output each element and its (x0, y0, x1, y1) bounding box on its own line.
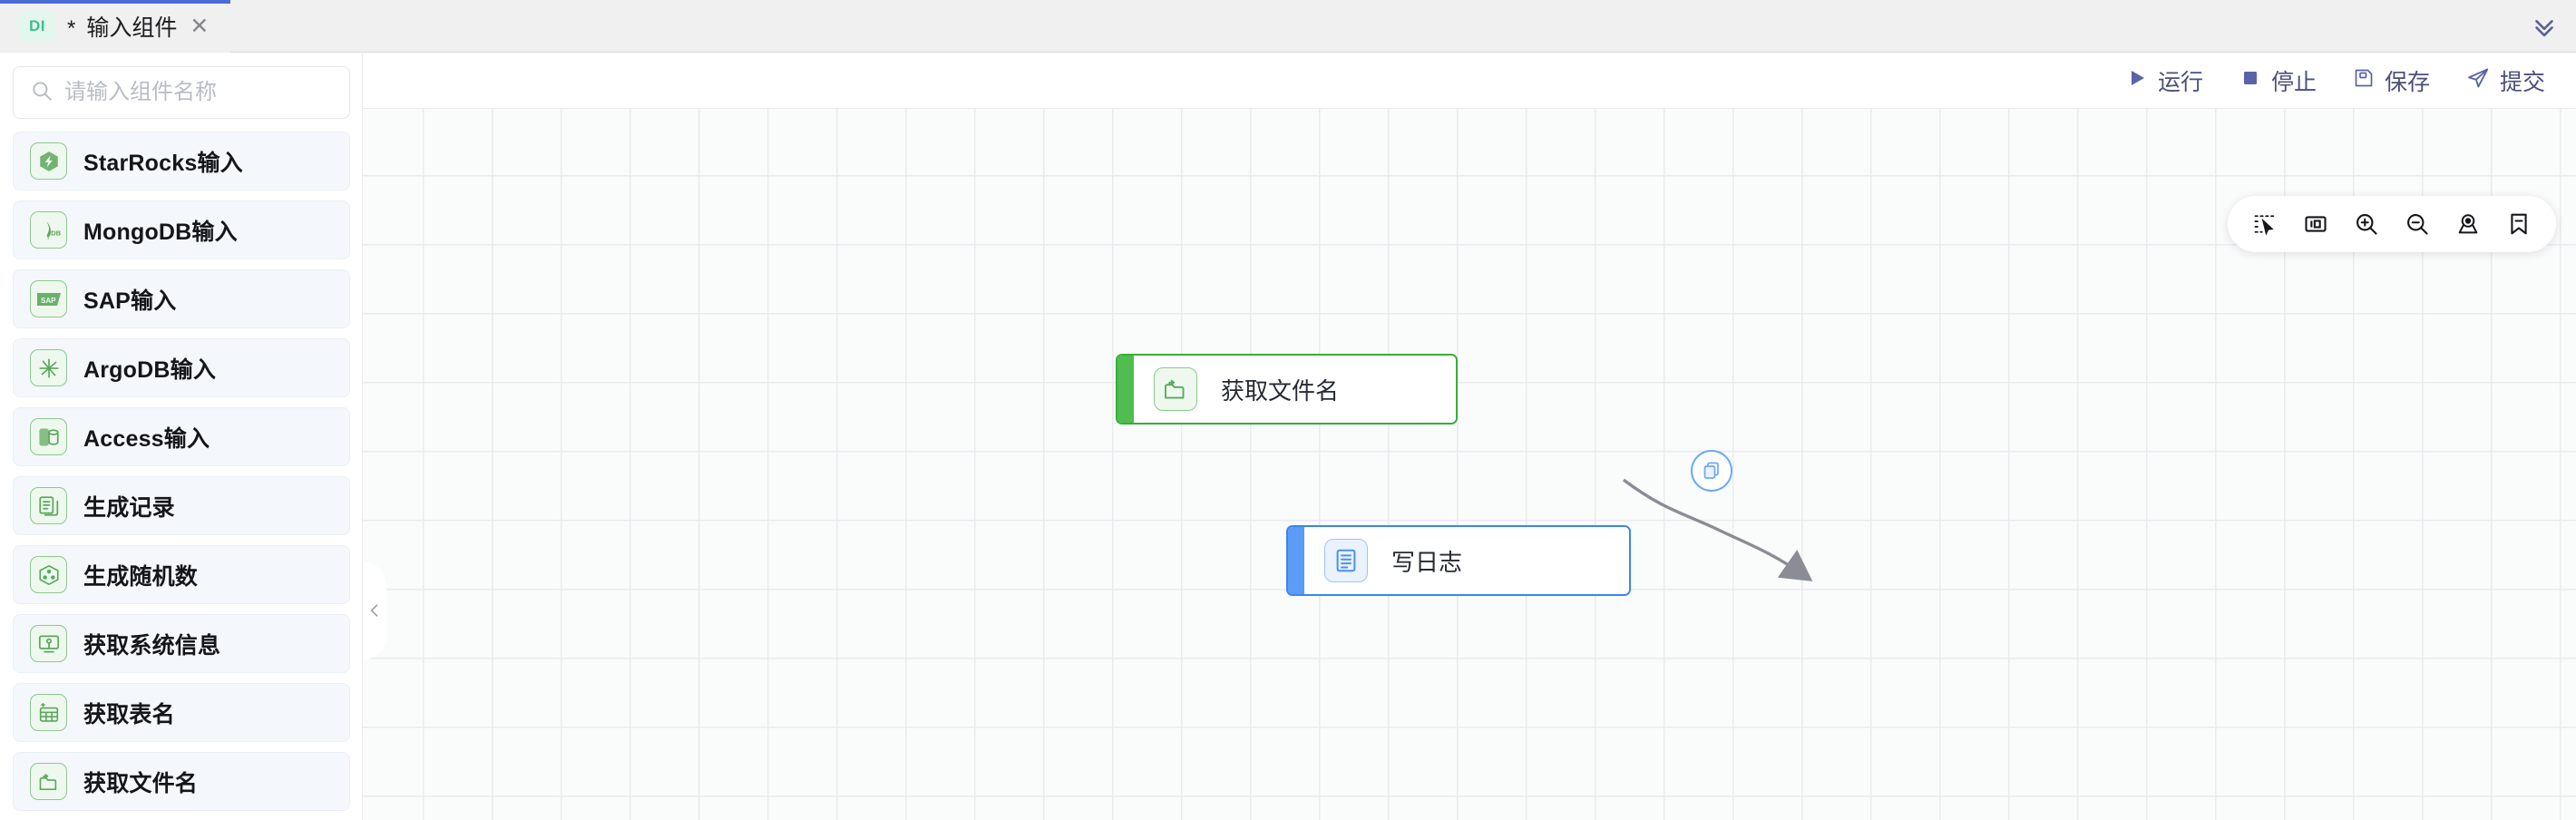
node-accent-bar (1288, 527, 1304, 594)
tab-bar: DI * 输入组件 ✕ (0, 0, 2576, 53)
node-accent-bar (1117, 356, 1134, 423)
run-label: 运行 (2157, 70, 2203, 95)
close-icon[interactable]: ✕ (190, 13, 210, 39)
component-item-get-table-name[interactable]: 获取表名 (13, 683, 350, 742)
save-icon (2353, 67, 2375, 95)
component-item-argodb[interactable]: ArgoDB输入 (13, 338, 350, 397)
component-item-mongodb[interactable]: DB MongoDB输入 (13, 200, 350, 259)
component-label: 生成随机数 (83, 563, 199, 590)
starrocks-icon (30, 142, 67, 180)
component-item-starrocks[interactable]: StarRocks输入 (13, 132, 350, 190)
component-list: StarRocks输入 DB MongoDB输入 SAP (13, 132, 350, 811)
bookmark-icon[interactable] (2498, 203, 2540, 245)
canvas-action-toolbar: 运行 停止 保存 (363, 54, 2576, 109)
component-label: MongoDB输入 (83, 219, 238, 245)
generate-record-icon (30, 487, 67, 524)
write-log-icon (1324, 539, 1368, 582)
search-box[interactable] (13, 66, 350, 119)
node-label: 写日志 (1391, 548, 1463, 576)
submit-button[interactable]: 提交 (2466, 64, 2545, 97)
component-label: ArgoDB输入 (83, 356, 217, 383)
component-label: 生成记录 (83, 494, 175, 521)
flow-node-get-file-name[interactable]: 获取文件名 (1116, 354, 1458, 425)
submit-label: 提交 (2499, 70, 2545, 95)
locate-icon[interactable] (2447, 203, 2489, 245)
edge-copy-badge[interactable] (1691, 450, 1732, 492)
tab-input-component[interactable]: DI * 输入组件 ✕ (0, 0, 231, 53)
search-input[interactable] (64, 80, 346, 105)
zoom-in-icon[interactable] (2346, 203, 2387, 245)
submit-icon (2466, 66, 2490, 96)
component-sidebar: StarRocks输入 DB MongoDB输入 SAP (0, 54, 363, 820)
flow-edges (1622, 478, 1813, 581)
component-item-generate-record[interactable]: 生成记录 (13, 476, 350, 535)
sap-icon: SAP (30, 280, 67, 317)
component-label: StarRocks输入 (83, 150, 243, 176)
fit-view-icon[interactable] (2295, 203, 2337, 245)
system-info-icon (30, 625, 67, 662)
random-number-icon (30, 556, 67, 593)
component-item-access[interactable]: Access输入 (13, 407, 350, 466)
component-label: 获取系统信息 (83, 632, 221, 659)
mongodb-icon: DB (30, 211, 67, 249)
stop-icon (2239, 67, 2261, 95)
canvas-grid (363, 109, 2576, 820)
svg-text:DB: DB (51, 229, 61, 237)
main-area: StarRocks输入 DB MongoDB输入 SAP (0, 54, 2576, 820)
flow-graph: 获取文件名 写日志 (363, 54, 2576, 820)
marquee-select-icon[interactable] (2244, 203, 2286, 245)
sidebar-collapse-handle[interactable] (363, 561, 386, 659)
tab-title: 输入组件 (86, 15, 178, 41)
argodb-icon (30, 349, 67, 386)
component-label: SAP输入 (83, 288, 177, 314)
component-item-system-info[interactable]: 获取系统信息 (13, 614, 350, 673)
component-label: 获取文件名 (83, 770, 199, 796)
search-icon (30, 79, 54, 107)
component-item-random-number[interactable]: 生成随机数 (13, 545, 350, 604)
node-label: 获取文件名 (1221, 376, 1340, 405)
component-label: 获取表名 (83, 701, 175, 727)
component-label: Access输入 (83, 425, 210, 452)
get-file-name-icon (1154, 367, 1197, 411)
stop-label: 停止 (2270, 70, 2317, 95)
flow-edge[interactable] (1622, 478, 1813, 581)
save-button[interactable]: 保存 (2353, 64, 2430, 97)
tab-bar-spacer (230, 0, 2513, 52)
canvas-view-toolbar (2228, 196, 2556, 252)
save-label: 保存 (2384, 70, 2430, 95)
get-table-name-icon (30, 694, 67, 731)
svg-text:SAP: SAP (41, 297, 56, 305)
component-item-get-file-name[interactable]: 获取文件名 (13, 752, 350, 811)
run-button[interactable]: 运行 (2126, 64, 2203, 97)
play-icon (2126, 67, 2148, 95)
node-body: 获取文件名 (1134, 356, 1456, 423)
access-icon (30, 418, 67, 455)
get-file-name-icon (30, 763, 67, 800)
zoom-out-icon[interactable] (2396, 203, 2438, 245)
flow-node-write-log[interactable]: 写日志 (1286, 525, 1631, 596)
chevron-double-down-icon[interactable] (2513, 0, 2576, 52)
tab-type-badge: DI (18, 12, 56, 41)
flow-canvas[interactable]: 运行 停止 保存 (363, 54, 2576, 820)
component-item-sap[interactable]: SAP SAP输入 (13, 269, 350, 328)
unsaved-indicator: * (67, 16, 76, 41)
node-body: 写日志 (1304, 527, 1629, 594)
stop-button[interactable]: 停止 (2239, 64, 2317, 97)
